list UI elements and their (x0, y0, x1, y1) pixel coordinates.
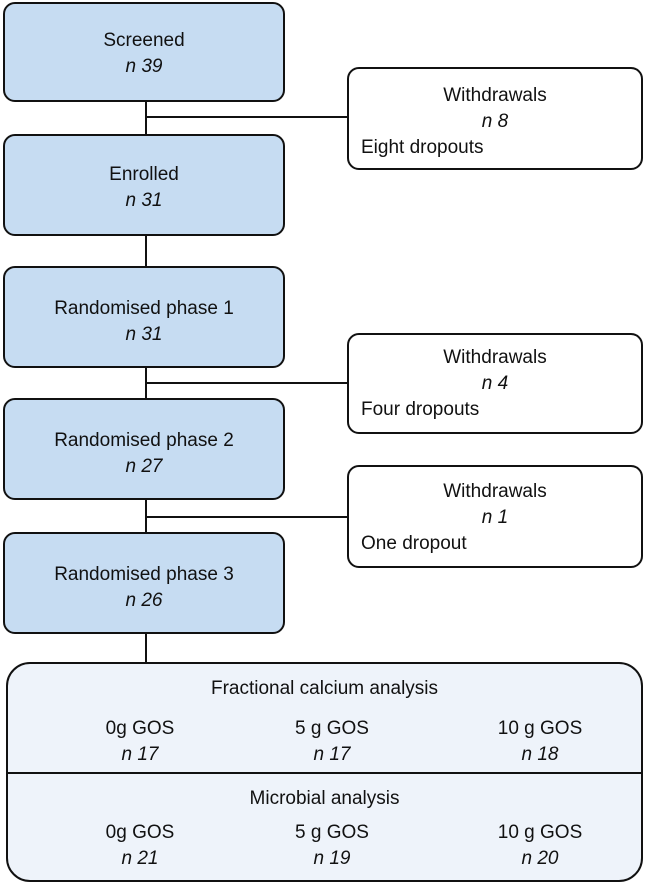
analysis-box: Fractional calcium analysis 0g GOS n 17 … (6, 662, 643, 882)
withdrawal-detail: Four dropouts (361, 399, 480, 420)
withdrawal-count: n 4 (481, 373, 509, 394)
withdrawal-box-3: Withdrawals n 1 One dropout (347, 465, 643, 568)
fractional-group-5g: 5 g GOS n 17 (252, 716, 412, 768)
group-label: 5 g GOS (295, 822, 369, 843)
withdrawal-detail: One dropout (361, 533, 467, 554)
group-count: n 19 (313, 848, 351, 869)
connector-withdrawal-3 (145, 516, 349, 518)
flow-count: n 27 (125, 456, 163, 477)
flow-label: Screened (103, 30, 185, 51)
connector-withdrawal-1 (145, 116, 349, 118)
withdrawal-box-1: Withdrawals n 8 Eight dropouts (347, 67, 643, 170)
flow-box-randomised-phase-3: Randomised phase 3 n 26 (3, 532, 285, 634)
flow-label: Randomised phase 3 (54, 564, 234, 585)
group-label: 10 g GOS (497, 718, 583, 739)
withdrawal-detail: Eight dropouts (361, 137, 484, 158)
fractional-group-0g: 0g GOS n 17 (60, 716, 220, 768)
flow-label: Randomised phase 2 (54, 430, 234, 451)
flow-count: n 31 (125, 190, 163, 211)
group-count: n 17 (313, 744, 351, 765)
group-count: n 18 (521, 744, 559, 765)
group-count: n 21 (121, 848, 159, 869)
flow-box-randomised-phase-1: Randomised phase 1 n 31 (3, 266, 285, 368)
withdrawal-box-2: Withdrawals n 4 Four dropouts (347, 333, 643, 434)
flow-count: n 31 (125, 324, 163, 345)
microbial-group-5g: 5 g GOS n 19 (252, 820, 412, 872)
group-label: 5 g GOS (295, 718, 369, 739)
fractional-calcium-title: Fractional calcium analysis (210, 678, 439, 699)
withdrawal-title: Withdrawals (443, 347, 547, 368)
group-label: 10 g GOS (497, 822, 583, 843)
fractional-group-10g: 10 g GOS n 18 (460, 716, 620, 768)
microbial-group-10g: 10 g GOS n 20 (460, 820, 620, 872)
flow-label: Randomised phase 1 (54, 298, 234, 319)
section-divider (8, 772, 641, 774)
microbial-title: Microbial analysis (249, 788, 400, 809)
microbial-group-0g: 0g GOS n 21 (60, 820, 220, 872)
flow-label: Enrolled (109, 164, 179, 185)
flow-count: n 39 (125, 56, 163, 77)
flow-box-screened: Screened n 39 (3, 2, 285, 102)
group-label: 0g GOS (105, 822, 175, 843)
group-count: n 20 (521, 848, 559, 869)
withdrawal-count: n 1 (481, 507, 509, 528)
flow-box-randomised-phase-2: Randomised phase 2 n 27 (3, 398, 285, 500)
group-label: 0g GOS (105, 718, 175, 739)
flow-box-enrolled: Enrolled n 31 (3, 134, 285, 236)
flow-count: n 26 (125, 590, 163, 611)
connector-withdrawal-2 (145, 382, 349, 384)
withdrawal-count: n 8 (481, 111, 509, 132)
withdrawal-title: Withdrawals (443, 85, 547, 106)
group-count: n 17 (121, 744, 159, 765)
withdrawal-title: Withdrawals (443, 481, 547, 502)
